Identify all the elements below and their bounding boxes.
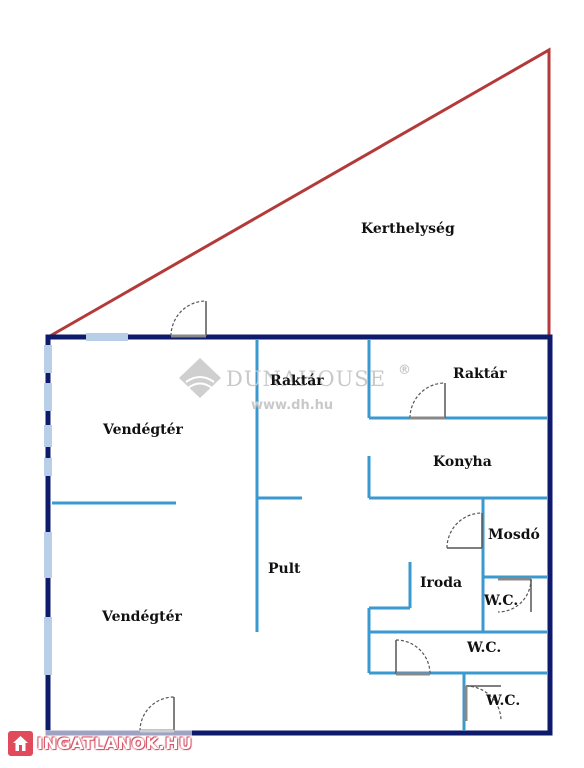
door-wc-1: [497, 577, 532, 613]
door-storage: [409, 382, 446, 420]
room-label-office: Iroda: [420, 575, 462, 591]
room-label-wc-1: W.C.: [483, 593, 518, 609]
watermark-url: www.dh.hu: [251, 398, 333, 413]
window-left-5: [44, 532, 52, 578]
room-label-wc-3: W.C.: [485, 693, 520, 709]
room-label-dining-bottom: Vendégtér: [101, 609, 183, 625]
dunahouse-watermark: DUNAHOUSE ® www.dh.hu: [179, 358, 411, 413]
badge-text: INGATLANOK.HU: [37, 734, 193, 753]
window-left-1: [44, 345, 52, 373]
window-left-6: [44, 617, 52, 675]
room-label-dining-top: Vendégtér: [102, 422, 184, 438]
interior-walls: [52, 340, 547, 731]
door-terrace: [170, 300, 207, 338]
watermark-brand: DUNAHOUSE: [226, 367, 386, 391]
windows: [44, 333, 128, 675]
room-label-washroom: Mosdó: [488, 527, 540, 543]
dunahouse-logo-icon: [179, 358, 221, 398]
room-label-garden: Kerthelység: [361, 221, 455, 237]
garden-outline: [49, 47, 551, 338]
room-label-storage-right: Raktár: [453, 366, 507, 382]
door-washroom: [446, 512, 483, 549]
window-left-4: [44, 458, 52, 476]
door-entrance: [139, 696, 175, 733]
door-wc-3: [464, 685, 502, 722]
ingatlanok-badge: INGATLANOK.HU: [8, 730, 193, 757]
room-label-storage-center: Raktár: [270, 373, 324, 389]
door-wc-2: [395, 639, 431, 676]
room-label-counter: Pult: [268, 561, 301, 577]
watermark-registered: ®: [398, 363, 411, 378]
house-icon: [8, 731, 33, 756]
window-top: [86, 333, 128, 341]
room-label-wc-2: W.C.: [466, 640, 501, 656]
room-label-kitchen: Konyha: [433, 454, 492, 470]
window-left-2: [44, 383, 52, 411]
window-left-3: [44, 425, 52, 447]
